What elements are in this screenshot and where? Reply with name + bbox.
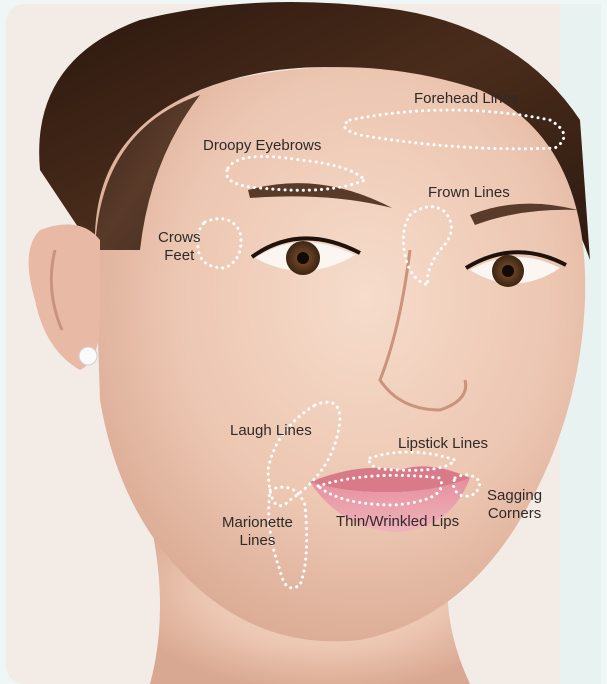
lipstick-lines-text: Lipstick Lines xyxy=(398,435,488,452)
sagging-corners-text-1: Sagging xyxy=(487,487,542,505)
droopy-eyebrows-label: Droopy Eyebrows xyxy=(203,137,321,155)
crows-feet-label: Crows Feet xyxy=(158,229,201,265)
forehead-lines-label: Forehead Lines xyxy=(414,90,518,108)
sagging-corners-text-2: Corners xyxy=(487,505,542,523)
crows-feet-text-2: Feet xyxy=(158,247,201,265)
frown-lines-text: Frown Lines xyxy=(428,184,510,201)
marionette-lines-text-2: Lines xyxy=(222,532,293,550)
right-pupil xyxy=(502,265,514,277)
droopy-eyebrows-text: Droopy Eyebrows xyxy=(203,137,321,154)
thin-wrinkled-lips-text: Thin/Wrinkled Lips xyxy=(336,513,459,530)
sagging-corners-label: Sagging Corners xyxy=(487,487,542,523)
laugh-lines-label: Laugh Lines xyxy=(230,422,312,440)
crows-feet-text-1: Crows xyxy=(158,229,201,247)
laugh-lines-text: Laugh Lines xyxy=(230,422,312,439)
marionette-lines-text-1: Marionette xyxy=(222,514,293,532)
left-pupil xyxy=(297,252,309,264)
frown-lines-label: Frown Lines xyxy=(428,184,510,202)
lipstick-lines-label: Lipstick Lines xyxy=(398,435,488,453)
earring xyxy=(79,347,97,365)
thin-wrinkled-lips-label: Thin/Wrinkled Lips xyxy=(336,513,459,531)
forehead-lines-text: Forehead Lines xyxy=(414,90,518,107)
marionette-lines-label: Marionette Lines xyxy=(222,514,293,550)
